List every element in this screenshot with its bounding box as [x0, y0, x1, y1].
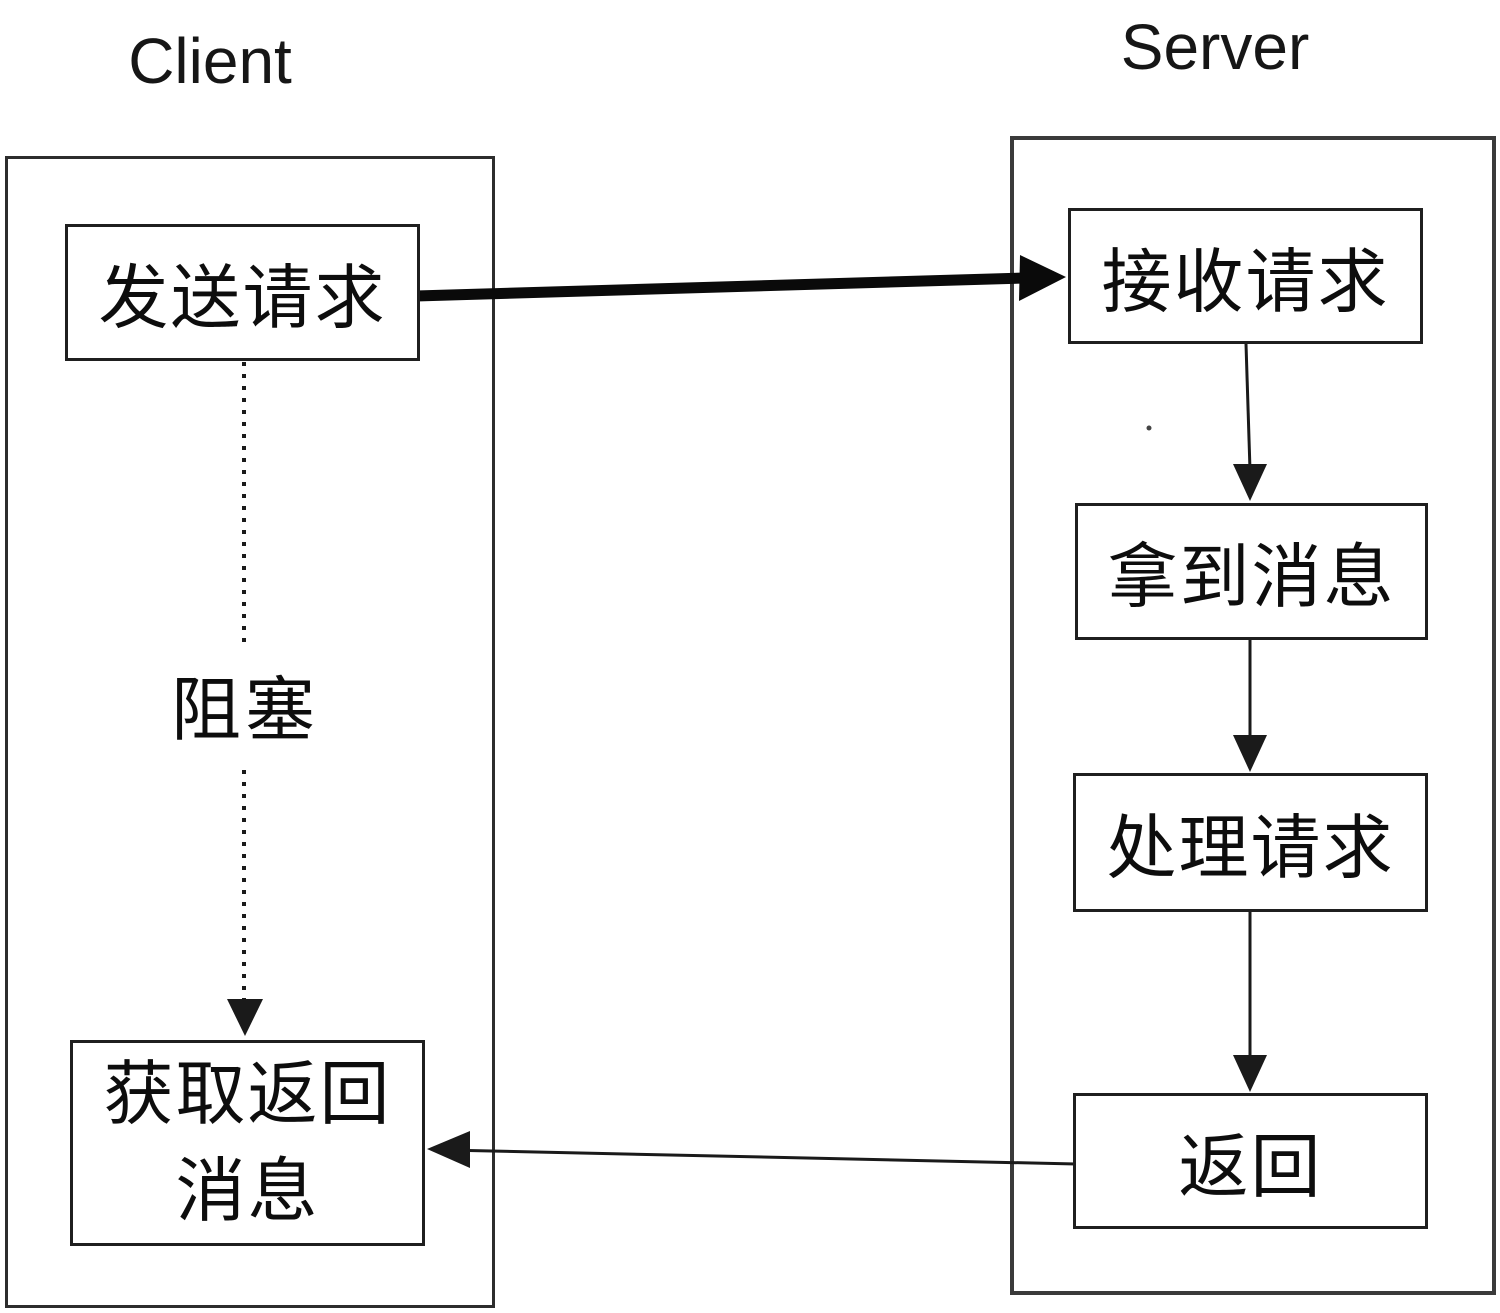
server-arrow-3-head: [1233, 1055, 1267, 1092]
return-label: 返回: [1178, 1127, 1323, 1206]
request-arrow-line: [415, 272, 1027, 302]
stray-dot: [1146, 425, 1152, 431]
return-box: 返回: [1073, 1093, 1428, 1229]
receive-request-label: 接收请求: [1101, 242, 1390, 321]
get-return-message-box: 获取返回消息: [70, 1040, 425, 1246]
blocking-label: 阻塞: [150, 648, 340, 765]
response-arrowhead: [427, 1131, 470, 1168]
process-request-box: 处理请求: [1073, 773, 1428, 912]
send-request-box: 发送请求: [65, 224, 420, 361]
send-request-label: 发送请求: [98, 259, 387, 337]
server-arrow-2-head: [1233, 735, 1267, 772]
receive-request-box: 接收请求: [1068, 208, 1423, 344]
response-arrow-line: [444, 1148, 1077, 1166]
process-request-label: 处理请求: [1106, 809, 1395, 887]
blocking-arrowhead: [227, 999, 263, 1036]
server-arrow-1-line: [1244, 343, 1252, 471]
get-return-message-label: 获取返回消息: [103, 1055, 392, 1230]
server-title: Server: [1120, 11, 1310, 83]
request-arrowhead: [1019, 255, 1066, 301]
server-arrow-1-head: [1233, 464, 1267, 501]
client-title: Client: [128, 25, 292, 97]
get-message-label: 拿到消息: [1107, 538, 1396, 616]
get-message-box: 拿到消息: [1075, 503, 1428, 640]
